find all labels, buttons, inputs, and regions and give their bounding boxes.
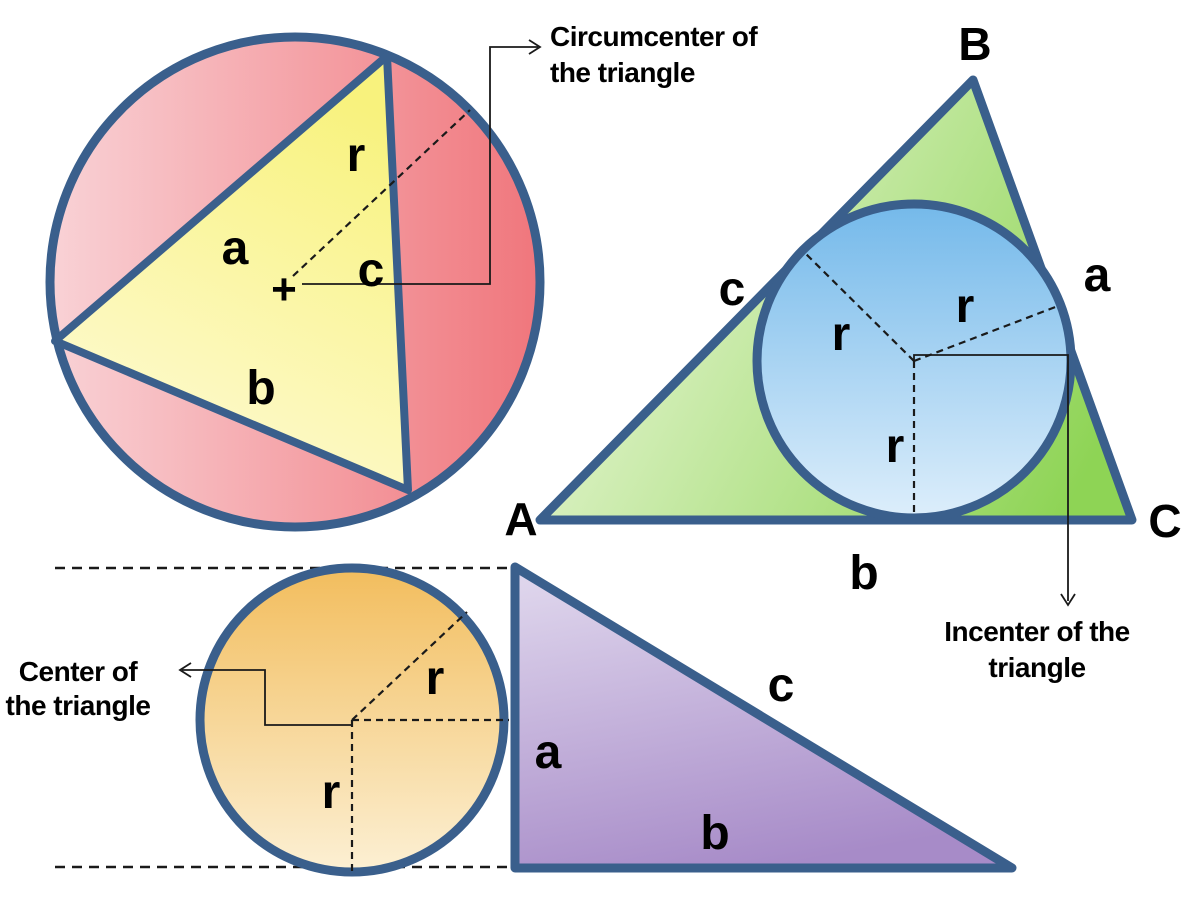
fig2-label-r-bottom: r (886, 420, 905, 473)
fig3-label-r-diagonal: r (426, 652, 445, 705)
fig2-label-r-right: r (956, 280, 975, 333)
center-callout-line (182, 669, 352, 726)
incircle-figure: B A C c a b r r r Incenter of the triang… (504, 18, 1181, 683)
fig1-label-a: a (222, 222, 249, 275)
center-caption-line2: the triangle (6, 690, 151, 721)
fig2-label-b: b (849, 547, 878, 600)
fig3-label-r-vertical: r (322, 766, 341, 819)
circumcircle-figure: + r a c b Circumcenter of the triangle (45, 21, 759, 532)
incenter-callout-line (913, 354, 1069, 601)
incenter-caption-line1: Incenter of the (944, 616, 1129, 647)
circumcenter-mark: + (271, 265, 297, 314)
tangent-circle-figure: r r a c b Center of the triangle (6, 562, 1017, 877)
vertex-label-A: A (504, 493, 537, 545)
circumradius-dashed-line (292, 109, 471, 277)
circumcenter-caption-line2: the triangle (550, 57, 695, 88)
fig1-label-r: r (347, 129, 366, 182)
inscribed-triangle-shape (51, 52, 412, 494)
fig3-label-c: c (768, 659, 795, 712)
circumcenter-caption-line1: Circumcenter of (550, 21, 758, 52)
center-callout-arrowhead (178, 662, 192, 678)
inradius-dashed-left (803, 251, 915, 362)
fig1-label-b: b (246, 362, 275, 415)
fig3-label-a: a (535, 726, 562, 779)
circumcenter-callout-arrowhead (528, 39, 542, 55)
center-caption-line1: Center of (19, 656, 139, 687)
radius-dashed-diagonal (351, 611, 468, 721)
circumcenter-callout-line (302, 46, 538, 285)
inradius-dashed-right (913, 304, 1059, 363)
fig3-label-b: b (700, 807, 729, 860)
vertex-label-B: B (958, 18, 991, 70)
fig1-label-c: c (358, 244, 385, 297)
fig2-label-r-left: r (832, 308, 851, 361)
right-triangle-shape (510, 562, 1017, 873)
fig2-label-a: a (1084, 249, 1111, 302)
incenter-callout-arrowhead (1060, 593, 1076, 607)
fig2-label-c: c (719, 263, 746, 316)
incenter-caption-line2: triangle (988, 652, 1085, 683)
vertex-label-C: C (1148, 495, 1181, 547)
